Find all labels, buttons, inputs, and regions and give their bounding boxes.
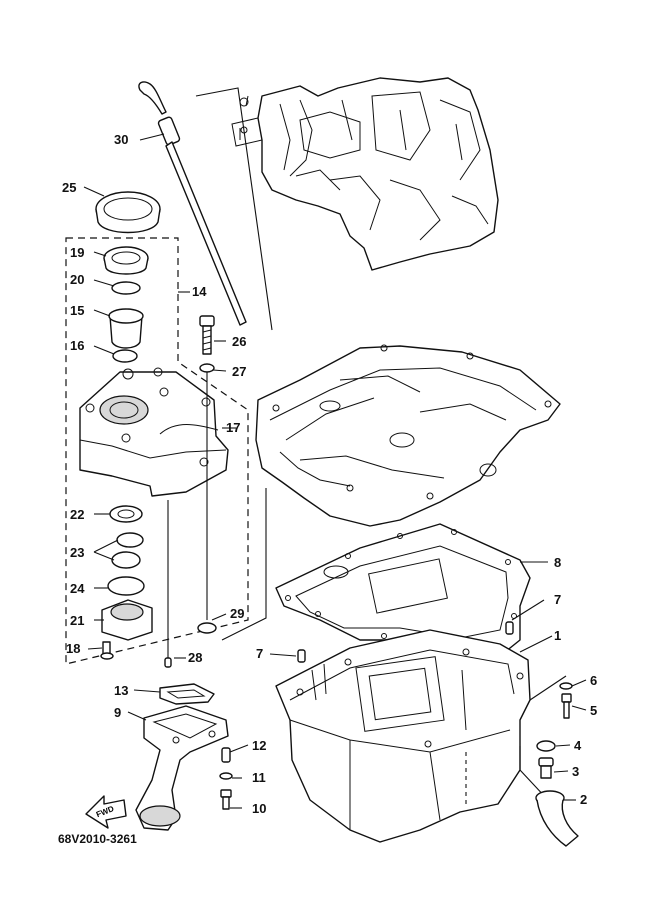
bolt-26-part — [199, 315, 215, 355]
callout-16: 16 — [70, 338, 84, 353]
callout-22: 22 — [70, 507, 84, 522]
engine-block-part — [231, 77, 499, 271]
drain-hose-2-part — [535, 790, 579, 847]
callout-25: 25 — [62, 180, 76, 195]
seal-23-part — [111, 532, 144, 569]
engine-block-guide-line — [195, 87, 273, 331]
o-ring-small-part — [112, 349, 138, 363]
callout-labels: 30 25 19 20 15 16 14 26 27 17 22 23 24 2… — [62, 132, 597, 816]
callout-28: 28 — [188, 650, 202, 665]
callout-9: 9 — [114, 705, 121, 720]
callout-7-left: 7 — [256, 646, 263, 661]
callout-29: 29 — [230, 606, 244, 621]
callout-4: 4 — [574, 738, 582, 753]
oil-strainer-9-part — [135, 705, 229, 831]
guide-line-plate — [221, 488, 267, 641]
washer-27-part — [199, 363, 215, 373]
callout-18: 18 — [66, 641, 80, 656]
o-ring-29-part — [197, 622, 217, 634]
o-ring-part — [111, 281, 141, 295]
pin-28-part — [164, 657, 172, 668]
washer-6-part — [559, 682, 573, 690]
callout-1: 1 — [554, 628, 561, 643]
plug-3-part — [538, 757, 554, 779]
seal-22-part — [109, 505, 143, 523]
callout-3: 3 — [572, 764, 579, 779]
callout-11-text: 11 — [252, 770, 266, 785]
callout-14: 14 — [192, 284, 207, 299]
callout-26: 26 — [232, 334, 246, 349]
callout-15: 15 — [70, 303, 84, 318]
callout-23: 23 — [70, 545, 84, 560]
dowel-pin-7-left — [297, 649, 306, 663]
callout-30: 30 — [114, 132, 128, 147]
bolt-12-part — [221, 747, 231, 763]
callout-17: 17 — [226, 420, 240, 435]
gasket-17-outline — [159, 424, 219, 435]
bolt-10-part — [220, 789, 232, 810]
gasket-4-part — [536, 740, 556, 752]
bolt-5-part — [561, 693, 572, 719]
callout-27: 27 — [232, 364, 246, 379]
guide-line-6 — [529, 675, 567, 701]
callout-5: 5 — [590, 703, 597, 718]
callout-21: 21 — [70, 613, 84, 628]
diagram-code: 68V2010-3261 — [58, 832, 137, 846]
leader-lines — [83, 133, 587, 809]
bolt-18-part — [100, 641, 114, 660]
oil-seal-part — [95, 191, 161, 234]
callout-10-text: 10 — [252, 801, 266, 816]
bushing-part — [103, 246, 149, 275]
callout-7-right: 7 — [554, 592, 561, 607]
callout-19: 19 — [70, 245, 84, 260]
callout-6: 6 — [590, 673, 597, 688]
fwd-arrow-icon: FWD — [85, 795, 127, 829]
o-ring-24-part — [107, 576, 145, 596]
oil-pump-housing-part — [79, 367, 229, 497]
callout-24: 24 — [70, 581, 85, 596]
oil-pump-assembly-boundary — [65, 237, 249, 665]
oil-pan-part — [275, 629, 531, 843]
cover-21-part — [101, 599, 153, 641]
dowel-pin-7-right — [505, 621, 514, 635]
washer-11-part — [219, 772, 233, 780]
gasket-13-part — [159, 683, 215, 705]
callout-20: 20 — [70, 272, 84, 287]
exhaust-guide-plate-part — [255, 344, 561, 527]
gasket-8-part — [275, 523, 531, 657]
callout-13: 13 — [114, 683, 128, 698]
callout-8-text: 8 — [554, 555, 561, 570]
guide-line-drain — [519, 746, 549, 801]
sleeve-part — [108, 308, 144, 349]
callout-2: 2 — [580, 792, 587, 807]
dipstick-part — [138, 81, 247, 326]
callout-12: 12 — [252, 738, 266, 753]
